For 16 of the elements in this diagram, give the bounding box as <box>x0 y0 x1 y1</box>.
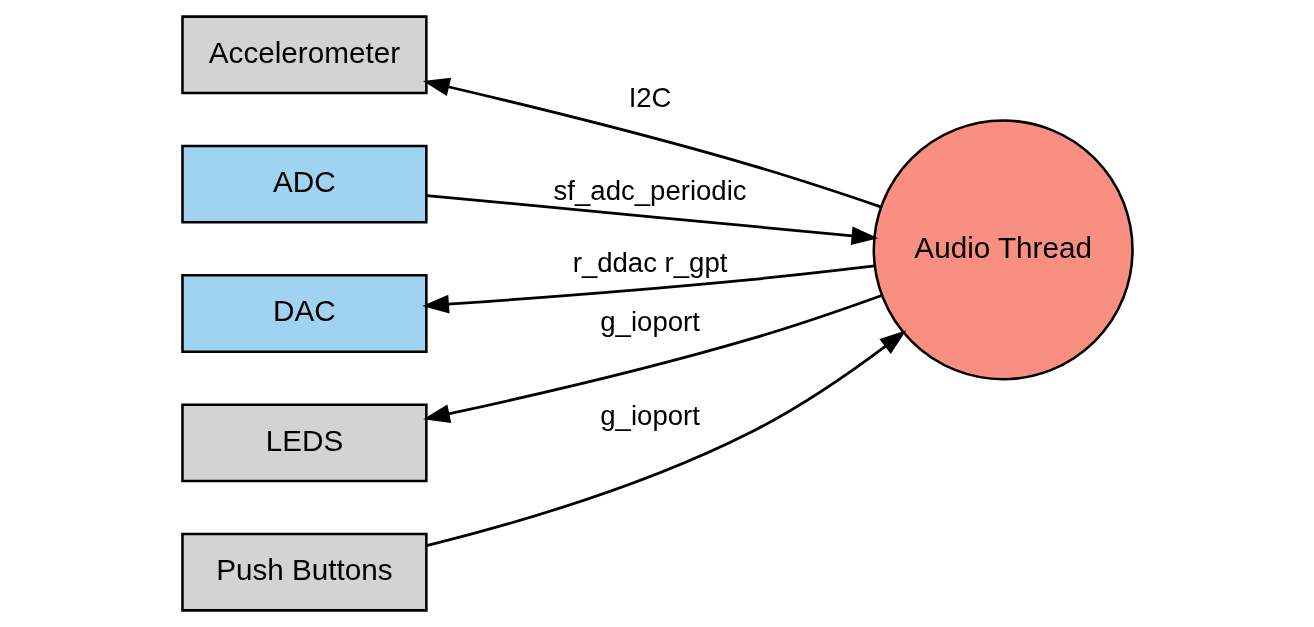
arrow <box>426 194 878 246</box>
arrow <box>422 294 882 423</box>
node-box: Push Buttons <box>180 532 428 612</box>
edge-label: r_ddac r_gpt <box>572 246 727 278</box>
node-box: DAC <box>180 274 428 353</box>
node-box: LEDS <box>180 403 428 483</box>
edge-label: I2C <box>628 81 672 113</box>
arrow <box>421 264 875 314</box>
edge-label: g_ioport <box>599 399 700 431</box>
node-box: ADC <box>180 144 428 224</box>
edge-label: g_ioport <box>599 306 700 338</box>
arrow <box>425 330 906 547</box>
node-box: Accelerometer <box>180 15 428 95</box>
node-circle: Audio Thread <box>872 119 1134 381</box>
arrow <box>422 77 881 209</box>
edge-label: sf_adc_periodic <box>553 174 747 206</box>
